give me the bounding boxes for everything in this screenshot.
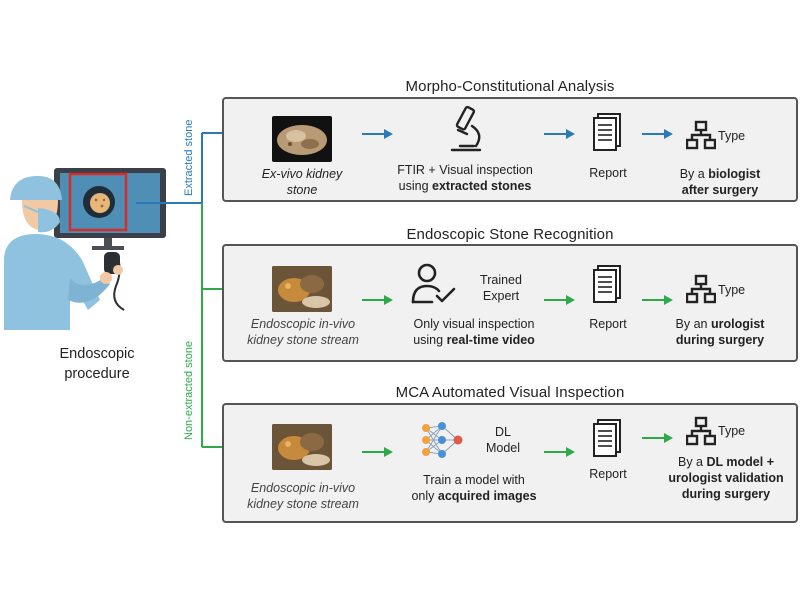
panel-1-title: Morpho-Constitutional Analysis [405,78,615,95]
panel-2-method: Only visual inspection using real-time v… [413,317,535,347]
panel-3-report-label: Report [589,467,627,481]
panel-2-title: Endoscopic Stone Recognition [406,226,614,243]
panel-1-type-label: Type [718,129,746,143]
panel-3-type-hierarchy-icon [686,416,716,446]
panel-3-method: Train a model with only acquired images [411,473,537,503]
panel-1-report-label: Report [589,166,627,180]
panel-2-report-label: Report [589,317,627,331]
panel-1-sample-caption: Ex-vivo kidney stone [261,167,343,197]
in-vivo-stone-image-1 [272,266,332,312]
panel-3-performer: By a DL model + urologist validation dur… [668,455,784,501]
extracted-stone-label: Extracted stone [183,119,195,196]
panel-2-type-hierarchy-icon [686,274,716,304]
panel-2-report-icon [593,265,621,303]
panel-2-sample-caption: Endoscopic in-vivo kidney stone stream [247,317,359,347]
ex-vivo-stone-image [272,116,332,162]
neural-network-icon [422,422,463,458]
panel-3-title: MCA Automated Visual Inspection [395,384,625,401]
panel-1 [222,97,798,202]
panel-2-type-label: Type [718,283,746,297]
panel-3-report-icon [593,419,621,457]
surgeon-illustration [4,168,166,330]
panel-1-method: FTIR + Visual inspection using extracted… [397,163,533,193]
panel-2-performer: By an urologist during surgery [675,317,765,347]
microscope-icon [450,105,482,152]
panel-1-arrow-2 [544,129,575,139]
non-extracted-stone-label: Non-extracted stone [183,340,195,440]
expert-user-check-icon [411,263,456,304]
panel-3-icon-caption: DL Model [485,425,521,455]
panel-3-sample-caption: Endoscopic in-vivo kidney stone stream [247,481,359,511]
panel-2-arrow-3 [642,295,673,305]
panel-2-arrow-2 [544,295,575,305]
panel-1-arrow-3 [642,129,673,139]
panel-3-arrow-1 [362,447,393,457]
panel-3-arrow-2 [544,447,575,457]
panel-3-type-label: Type [718,424,746,438]
panel-2-arrow-1 [362,295,393,305]
panel-1-report-icon [593,113,621,151]
panel-2-icon-caption: Trained Expert [480,273,522,303]
panel-3-arrow-3 [642,433,673,443]
panel-1-performer: By a biologist after surgery [679,167,761,197]
in-vivo-stone-image-2 [272,424,332,470]
panel-1-arrow-1 [362,129,393,139]
panel-1-type-hierarchy-icon [686,120,716,150]
procedure-label: Endoscopic procedure [59,346,135,382]
